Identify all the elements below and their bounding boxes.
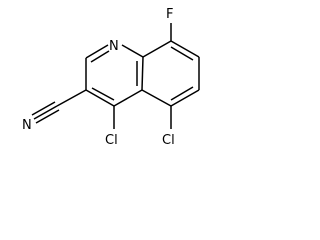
bond-c8a-c8 — [142, 40, 172, 58]
atom-n-cyano: N — [22, 118, 32, 133]
bonds — [31, 23, 200, 129]
bond-cn-triple-1 — [33, 105, 58, 120]
bond-c4a-c8a — [141, 56, 144, 91]
atom-labels: F N N Cl Cl — [22, 7, 175, 148]
bond-c8-c7 — [170, 40, 200, 58]
structure-svg: F N N Cl Cl — [22, 7, 200, 148]
bond-c8a-n1 — [121, 44, 144, 58]
bond-c8-c7-inner — [170, 46, 194, 61]
bond-cn-triple-3 — [35, 109, 60, 124]
atom-f: F — [166, 7, 173, 22]
bond-c3-cn — [56, 89, 87, 107]
bond-c3-c4-inner — [91, 87, 115, 101]
bond-c4-c4a — [113, 89, 143, 107]
atom-cl-4: Cl — [105, 133, 118, 148]
atom-n-ring: N — [109, 39, 119, 54]
bond-n1-c2-inner — [90, 50, 110, 63]
bond-c5-c4a — [141, 89, 172, 107]
molecule-diagram: F N N Cl Cl — [22, 7, 200, 148]
bond-c6-c5-inner — [170, 86, 194, 101]
bond-cn-triple-2 — [31, 101, 56, 116]
bond-c6-c5 — [170, 89, 200, 107]
bond-c3-c4 — [85, 89, 115, 107]
atom-cl-5: Cl — [162, 133, 175, 148]
bond-n1-c2 — [85, 44, 109, 59]
